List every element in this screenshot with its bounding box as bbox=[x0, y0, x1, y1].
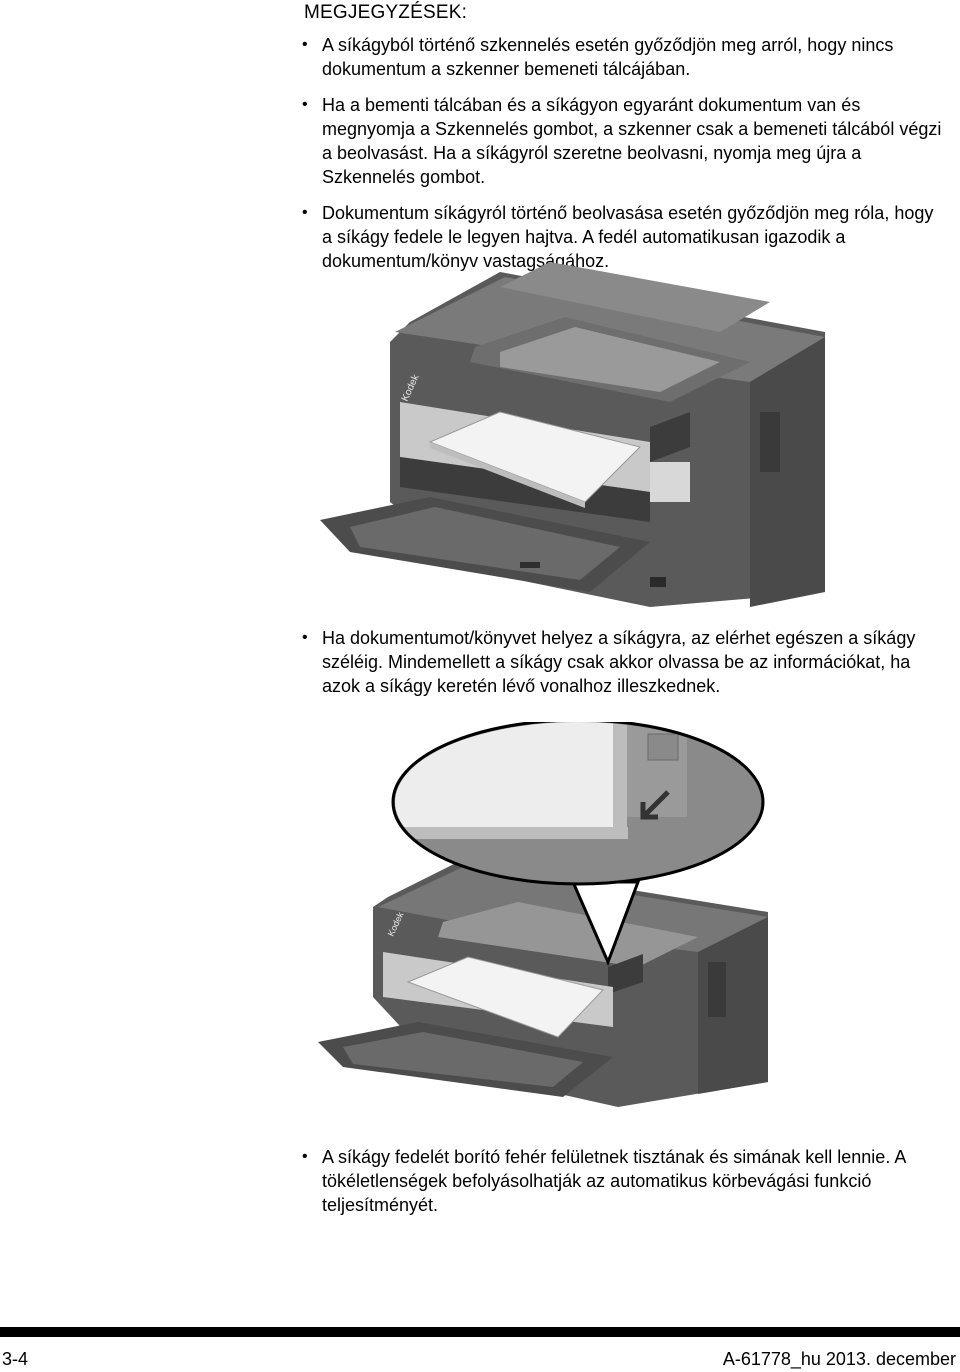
notes-heading: MEGJEGYZÉSEK: bbox=[304, 2, 468, 23]
note-item: Ha a bementi tálcában és a síkágyon egya… bbox=[302, 93, 942, 189]
document-id: A-61778_hu 2013. december bbox=[722, 1349, 956, 1369]
scanner-illustration: Kodek bbox=[320, 262, 825, 607]
note-item: Dokumentum síkágyról történő beolvasása … bbox=[302, 201, 942, 273]
notes-list-mid: Ha dokumentumot/könyvet helyez a síkágyr… bbox=[302, 626, 942, 710]
note-item: A síkágyból történő szkennelés esetén gy… bbox=[302, 33, 942, 81]
footer-rule bbox=[0, 1327, 960, 1337]
notes-list-bottom: A síkágy fedelét borító fehér felületnek… bbox=[302, 1145, 942, 1229]
note-item: A síkágy fedelét borító fehér felületnek… bbox=[302, 1145, 942, 1217]
note-item: Ha dokumentumot/könyvet helyez a síkágyr… bbox=[302, 626, 942, 698]
scanner-callout-illustration: Kodek bbox=[318, 722, 768, 1107]
notes-list-top: A síkágyból történő szkennelés esetén gy… bbox=[302, 33, 942, 285]
page-number: 3-4 bbox=[2, 1349, 29, 1369]
